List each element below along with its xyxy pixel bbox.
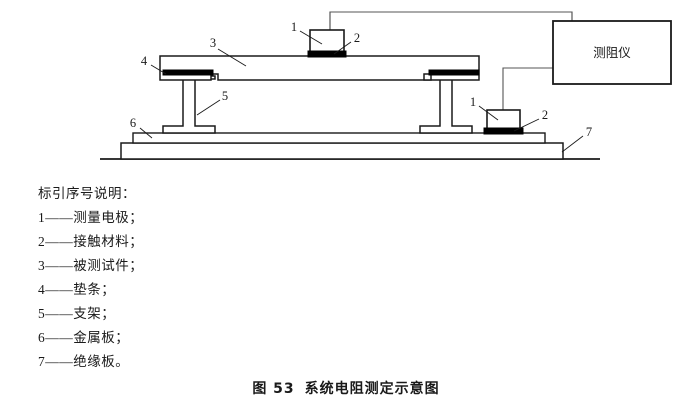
legend-title: 标引序号说明： xyxy=(38,186,136,201)
instrument-box-group: 测阻仪 xyxy=(552,20,672,85)
instrument-label: 测阻仪 xyxy=(593,45,631,60)
callout-2-bottom: 2 xyxy=(542,108,548,122)
legend-item-2-dash: —— xyxy=(45,234,74,249)
callout-6: 6 xyxy=(130,116,136,130)
legend-item-7-num: 7 xyxy=(38,354,46,369)
pad-strip-left xyxy=(162,69,214,76)
legend-item-6-num: 6 xyxy=(38,330,46,345)
legend-item-6-dash: —— xyxy=(45,330,74,345)
legend-item-1-text: 测量电极； xyxy=(73,210,144,225)
legend-item-1-dash: —— xyxy=(45,210,74,225)
callout-numbers: 3 4 5 6 7 1 2 1 2 xyxy=(130,20,592,139)
legend-item-3: 3——被测试件； xyxy=(38,254,338,278)
legend-item-2-num: 2 xyxy=(38,234,46,249)
wire-top-run xyxy=(329,11,573,43)
legend-item-5: 5——支架； xyxy=(38,302,338,326)
legend-item-6: 6——金属板； xyxy=(38,326,338,350)
callout-1-bottom: 1 xyxy=(470,95,476,109)
callout-3: 3 xyxy=(210,36,216,50)
leader-7 xyxy=(561,135,584,153)
leader-2b xyxy=(513,118,540,132)
figure-diagram: 测阻仪 xyxy=(0,0,692,175)
legend-item-3-dash: —— xyxy=(45,258,74,273)
legend-item-3-num: 3 xyxy=(38,258,46,273)
callout-5: 5 xyxy=(222,89,228,103)
figure-caption: 图 53 系统电阻测定示意图 xyxy=(0,378,692,398)
leader-1b xyxy=(478,105,499,121)
callout-1-top: 1 xyxy=(291,20,297,34)
pad-strip-right xyxy=(428,69,480,76)
legend-item-2-text: 接触材料； xyxy=(73,234,144,249)
metal-plate xyxy=(132,132,546,144)
callout-2-top: 2 xyxy=(354,31,360,45)
legend-item-5-text: 支架； xyxy=(73,306,116,321)
legend-item-3-text: 被测试件； xyxy=(73,258,144,273)
legend-item-7-text: 绝缘板。 xyxy=(73,354,130,369)
figure-caption-title: 系统电阻测定示意图 xyxy=(304,381,440,397)
leader-4 xyxy=(150,64,167,75)
contact-material-bottom xyxy=(483,127,524,135)
support-beam-left xyxy=(162,75,216,134)
leader-2a xyxy=(333,41,352,55)
legend-block: 标引序号说明： 1——测量电极； 2——接触材料； 3——被测试件； 4——垫条… xyxy=(38,182,338,374)
legend-item-7-dash: —— xyxy=(45,354,74,369)
insulation-board xyxy=(120,142,564,160)
figure-caption-number: 图 53 xyxy=(252,381,295,397)
leader-1a xyxy=(299,30,323,45)
legend-item-4-dash: —— xyxy=(45,282,74,297)
legend-item-5-dash: —— xyxy=(45,306,74,321)
support-beam-right-outline xyxy=(419,75,473,134)
electrode-bottom-group xyxy=(483,109,524,135)
legend-item-1-num: 1 xyxy=(38,210,46,225)
legend-item-1: 1——测量电极； xyxy=(38,206,338,230)
instrument-box xyxy=(552,20,672,85)
legend-item-4-text: 垫条； xyxy=(73,282,116,297)
support-beam-right xyxy=(419,75,473,134)
support-beam-left-outline xyxy=(162,75,216,134)
wire-bottom-run xyxy=(502,67,553,116)
callout-7: 7 xyxy=(586,125,592,139)
electrode-top-group xyxy=(307,29,347,58)
legend-item-4: 4——垫条； xyxy=(38,278,338,302)
wire-top-electrode xyxy=(329,11,573,42)
contact-material-top xyxy=(307,50,347,58)
leader-5 xyxy=(196,99,221,116)
legend-item-7: 7——绝缘板。 xyxy=(38,350,338,374)
leader-6 xyxy=(139,127,153,139)
legend-item-2: 2——接触材料； xyxy=(38,230,338,254)
leader-3 xyxy=(217,48,247,67)
callout-4: 4 xyxy=(141,54,148,68)
legend-item-4-num: 4 xyxy=(38,282,46,297)
callout-leaders xyxy=(139,30,584,153)
legend-item-6-text: 金属板； xyxy=(73,330,130,345)
legend-item-5-num: 5 xyxy=(38,306,46,321)
